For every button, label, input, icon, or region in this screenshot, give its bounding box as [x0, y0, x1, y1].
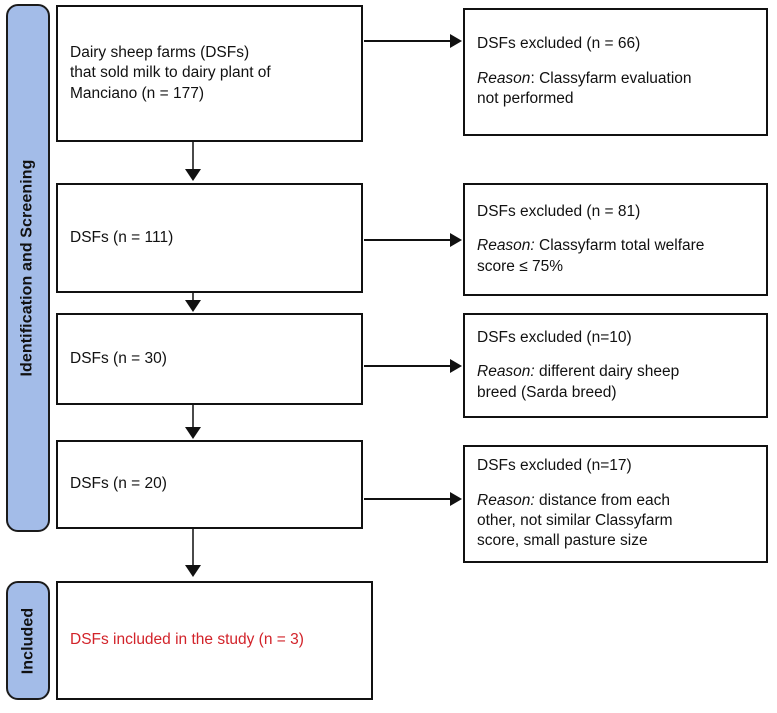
- connector-arrow-20-to-included: [185, 565, 201, 577]
- connector-20-to-included: [192, 529, 194, 567]
- phase-label-identification-screening: Identification and Screening: [19, 159, 36, 377]
- connector-arrow-30-to-20: [185, 427, 201, 439]
- flow-box-dsf-source: Dairy sheep farms (DSFs) that sold milk …: [56, 5, 363, 142]
- flow-box-dsf-20: DSFs (n = 20): [56, 440, 363, 529]
- connector-111-to-excluded-81: [364, 239, 452, 241]
- flow-box-dsf-20-text: DSFs (n = 20): [70, 475, 167, 493]
- exclusion-box-excluded-81-text: DSFs excluded (n = 81) Reason: Classyfar…: [477, 202, 705, 275]
- exclusion-box-excluded-81: DSFs excluded (n = 81) Reason: Classyfar…: [463, 183, 768, 296]
- reason-keyword: Reason:: [477, 363, 535, 381]
- connector-30-to-excluded-10: [364, 365, 452, 367]
- connector-111-to-30: [192, 293, 194, 301]
- connector-source-to-111: [192, 142, 194, 171]
- flow-box-dsf-included-text: DSFs included in the study (n = 3): [70, 631, 304, 649]
- flow-box-dsf-30: DSFs (n = 30): [56, 313, 363, 405]
- flow-box-dsf-included: DSFs included in the study (n = 3): [56, 581, 373, 700]
- flow-box-dsf-30-text: DSFs (n = 30): [70, 349, 167, 367]
- connector-arrow-source-to-111: [185, 169, 201, 181]
- exclusion-box-excluded-66: DSFs excluded (n = 66) Reason: Classyfar…: [463, 8, 768, 136]
- connector-source-to-excluded-66: [364, 40, 452, 42]
- exclusion-box-excluded-66-text: DSFs excluded (n = 66) Reason: Classyfar…: [477, 35, 692, 108]
- connector-arrow-source-to-excluded-66: [450, 34, 462, 48]
- phase-bar-included: Included: [6, 581, 50, 700]
- connector-arrow-111-to-excluded-81: [450, 233, 462, 247]
- connector-arrow-111-to-30: [185, 300, 201, 312]
- phase-label-included: Included: [19, 607, 36, 674]
- reason-keyword: Reason:: [477, 491, 535, 509]
- flow-box-dsf-111-text: DSFs (n = 111): [70, 228, 174, 246]
- exclusion-box-excluded-17: DSFs excluded (n=17) Reason: distance fr…: [463, 445, 768, 563]
- connector-20-to-excluded-17: [364, 498, 452, 500]
- connector-arrow-20-to-excluded-17: [450, 492, 462, 506]
- exclusion-box-excluded-10: DSFs excluded (n=10) Reason: different d…: [463, 313, 768, 418]
- exclusion-box-excluded-10-text: DSFs excluded (n=10) Reason: different d…: [477, 328, 680, 401]
- reason-keyword: Reason:: [477, 237, 535, 255]
- exclusion-box-excluded-17-text: DSFs excluded (n=17) Reason: distance fr…: [477, 457, 673, 550]
- connector-30-to-20: [192, 405, 194, 428]
- phase-bar-identification-screening: Identification and Screening: [6, 4, 50, 532]
- flow-box-dsf-source-text: Dairy sheep farms (DSFs) that sold milk …: [70, 43, 271, 102]
- connector-arrow-30-to-excluded-10: [450, 359, 462, 373]
- reason-keyword: Reason: [477, 69, 531, 87]
- flow-box-dsf-111: DSFs (n = 111): [56, 183, 363, 293]
